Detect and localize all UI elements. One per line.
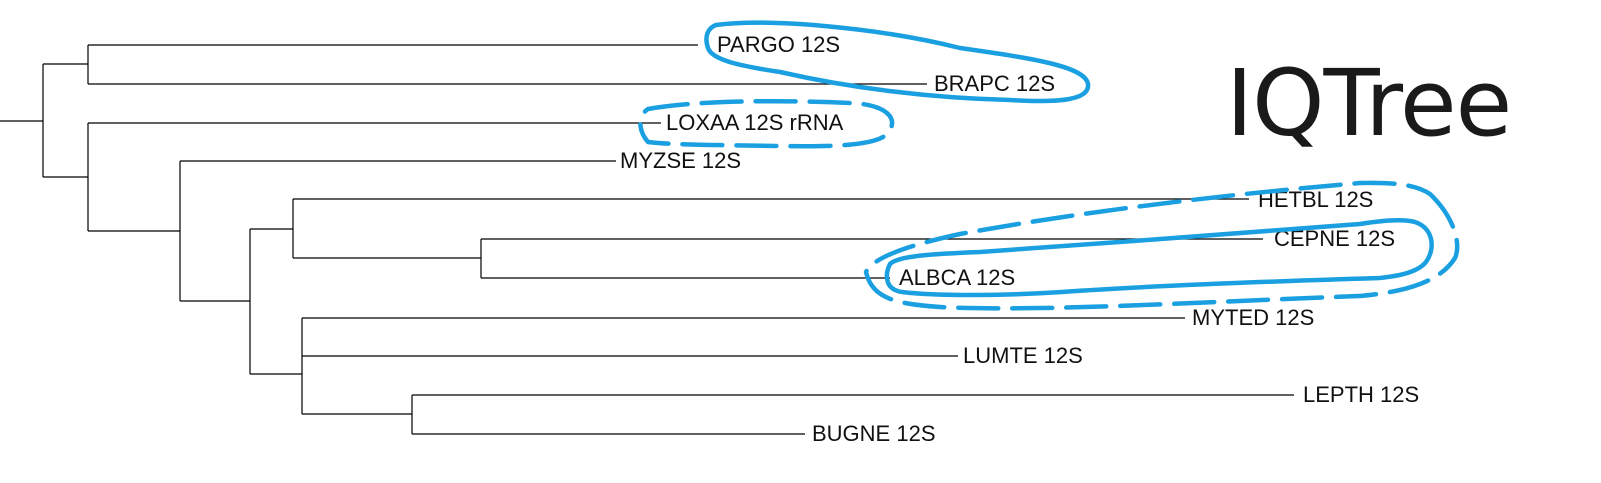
tree-branches	[0, 44, 1294, 435]
leaf-label-myted: MYTED 12S	[1192, 305, 1314, 330]
leaf-label-myzse: MYZSE 12S	[620, 148, 741, 173]
leaf-label-brapc: BRAPC 12S	[934, 71, 1055, 96]
leaf-label-pargo: PARGO 12S	[717, 32, 840, 57]
annotation-loop-pargo-brapc	[704, 20, 1091, 104]
annotation-loop-cepne-albca	[884, 218, 1434, 298]
annotation-loops	[638, 20, 1460, 311]
leaf-label-loxaa: LOXAA 12S rRNA	[666, 110, 844, 135]
annotation-loop-loxaa	[638, 98, 895, 149]
leaf-label-lumte: LUMTE 12S	[963, 343, 1083, 368]
leaf-label-albca: ALBCA 12S	[899, 265, 1015, 290]
annotation-loop-hetbl-cepne-albca	[863, 180, 1460, 311]
leaf-label-bugne: BUGNE 12S	[812, 421, 936, 446]
title-iqtree: IQTree	[1226, 50, 1511, 157]
leaf-labels: PARGO 12S BRAPC 12S LOXAA 12S rRNA MYZSE…	[620, 32, 1419, 446]
leaf-label-lepth: LEPTH 12S	[1303, 382, 1419, 407]
